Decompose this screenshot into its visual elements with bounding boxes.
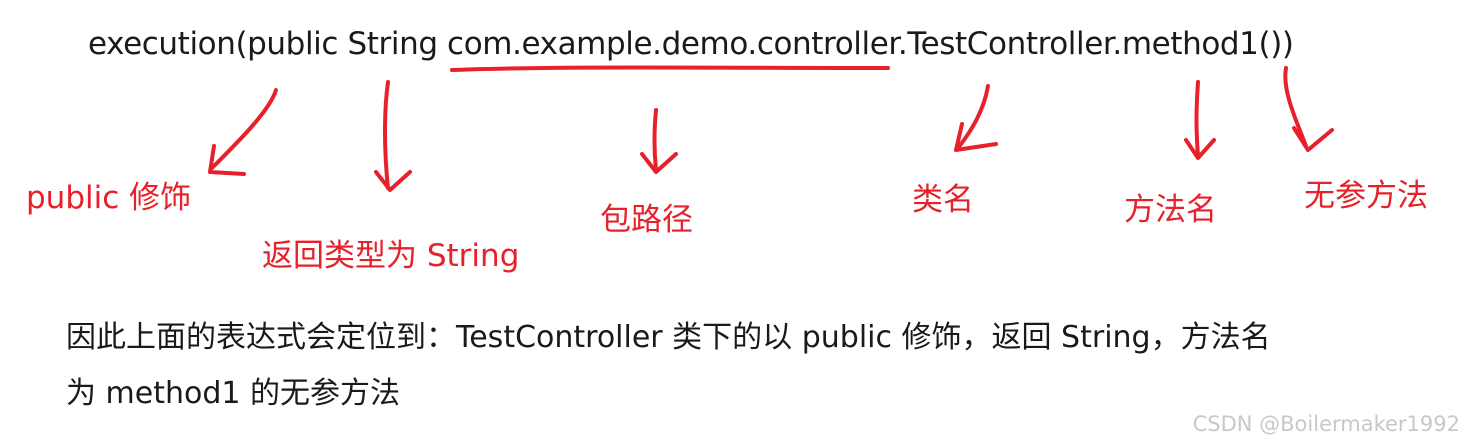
modifier-arrow	[210, 88, 278, 170]
description-line-1: 因此上面的表达式会定位到：TestController 类下的以 public …	[66, 320, 1271, 355]
params-arrowhead	[1292, 126, 1334, 152]
package-arrow	[652, 108, 658, 172]
pointcut-expression: execution(public String com.example.demo…	[88, 26, 1294, 62]
method-arrow	[1194, 80, 1200, 158]
label-modifier: public 修饰	[26, 180, 192, 216]
class-arrowhead	[954, 122, 998, 152]
label-return-type: 返回类型为 String	[262, 238, 520, 274]
return-type-arrowhead	[374, 170, 412, 192]
watermark: CSDN @Boilermaker1992	[1192, 412, 1460, 436]
package-underline	[450, 65, 890, 72]
label-package-path: 包路径	[600, 202, 693, 238]
label-no-params: 无参方法	[1304, 178, 1428, 214]
return-type-arrow	[383, 80, 390, 190]
label-method-name: 方法名	[1124, 192, 1217, 228]
label-class-name: 类名	[912, 182, 974, 218]
description-line-2: 为 method1 的无参方法	[66, 376, 401, 411]
modifier-arrowhead	[208, 144, 246, 176]
method-arrowhead	[1184, 138, 1216, 160]
class-arrow	[956, 84, 990, 150]
package-arrowhead	[640, 152, 678, 174]
params-arrow	[1283, 66, 1308, 148]
